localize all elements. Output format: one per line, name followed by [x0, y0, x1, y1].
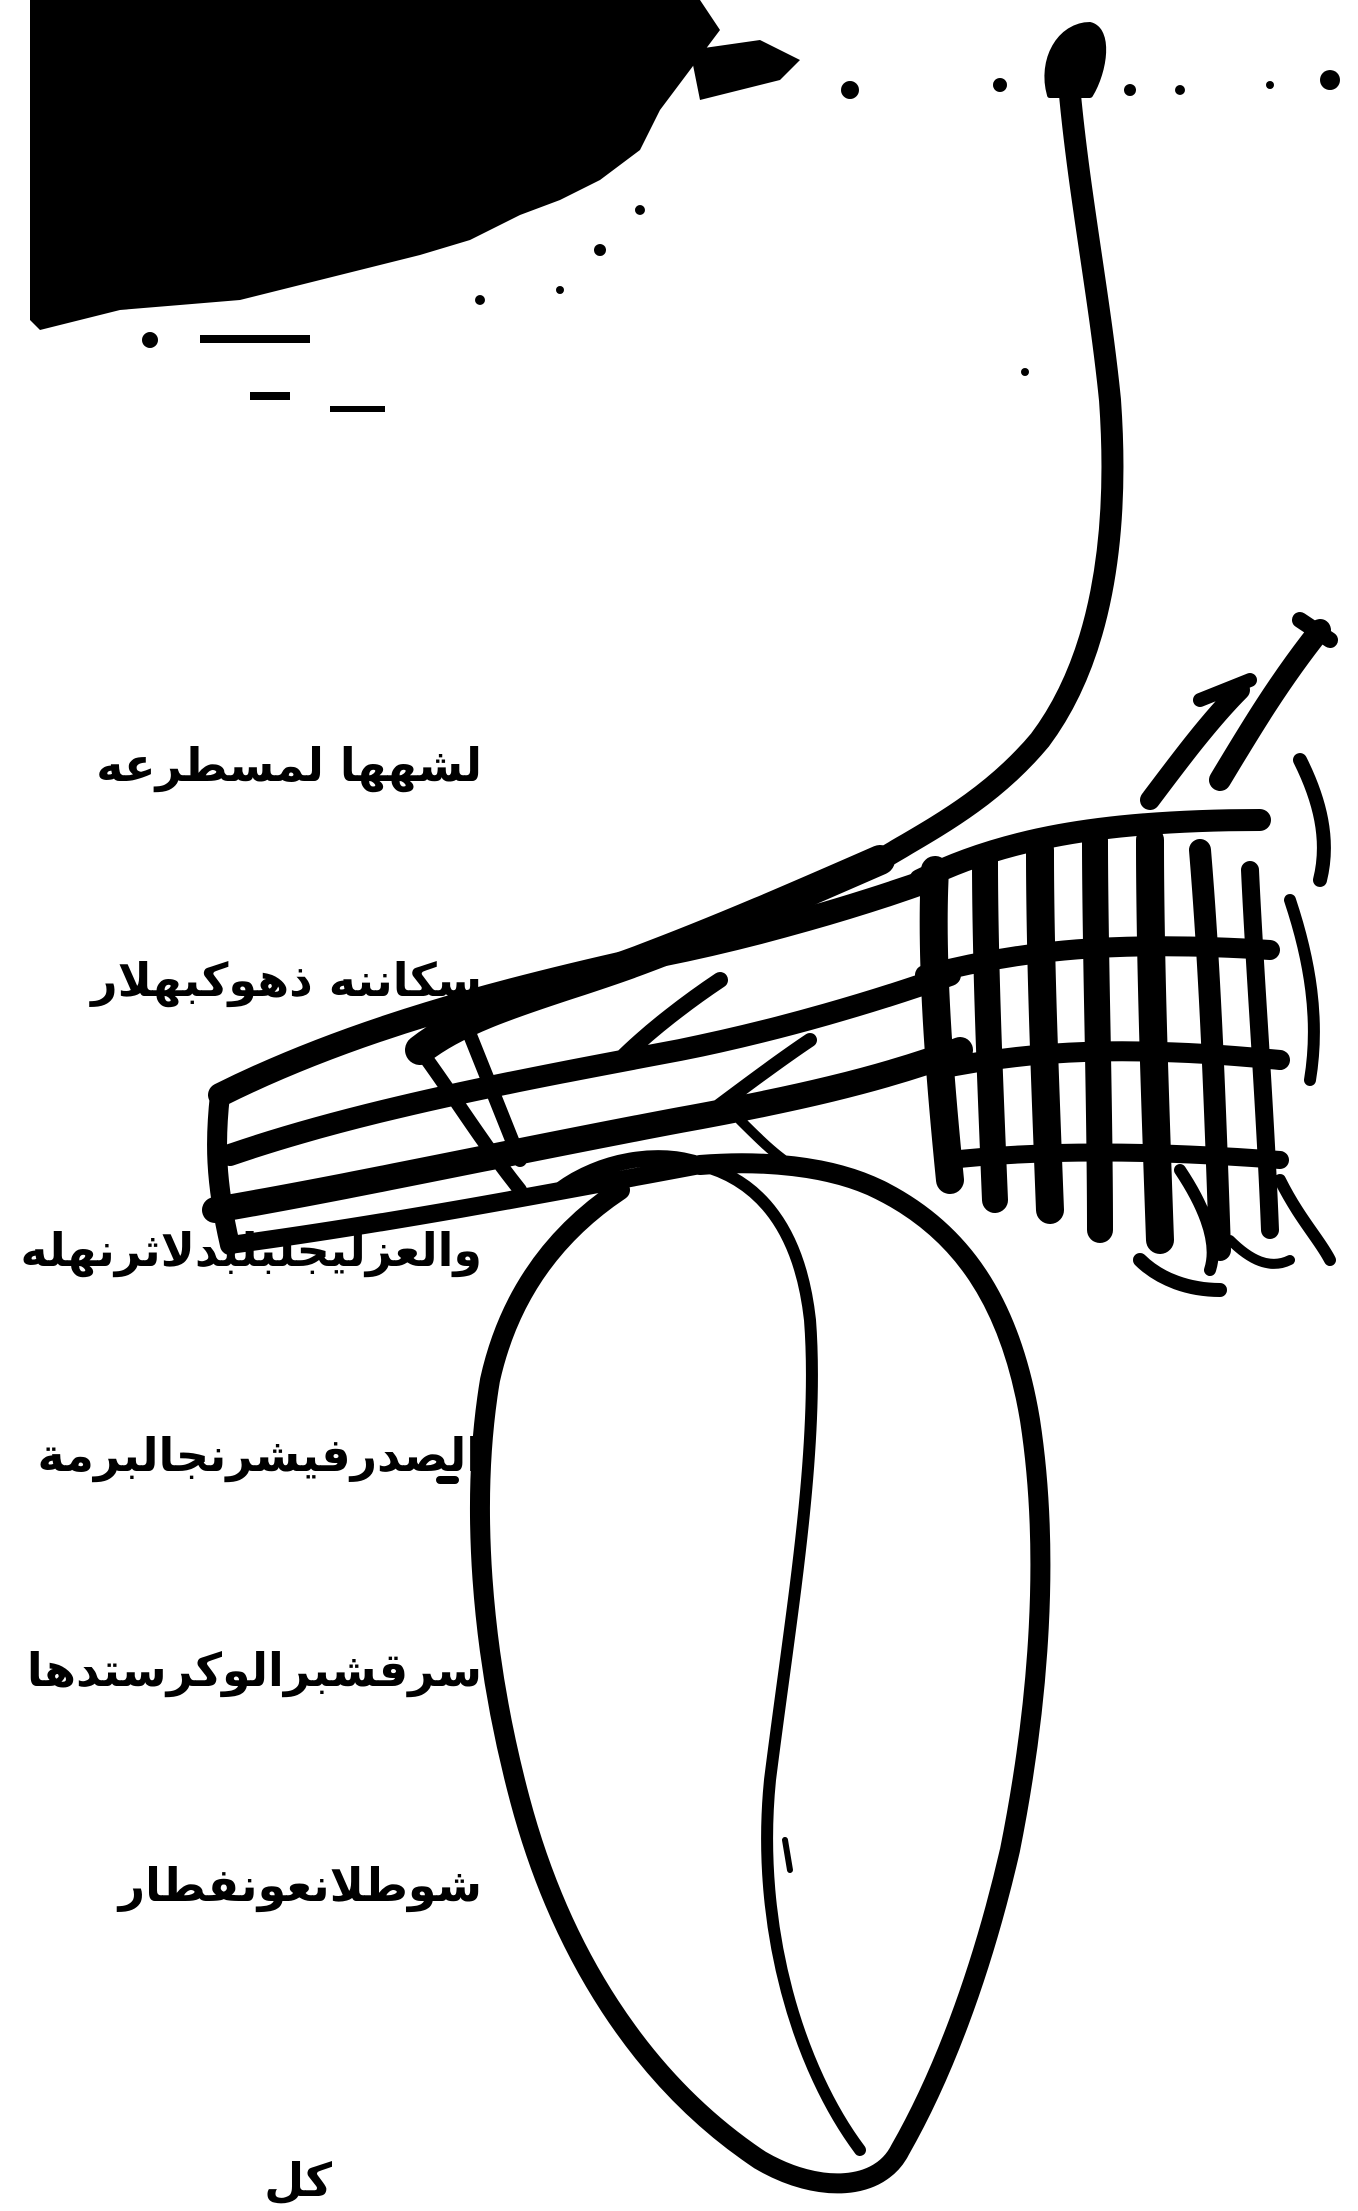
text-line-5: سرقشبرالوكرستدها	[12, 1625, 482, 1715]
text-line-1: لشهها لمسطرعه	[12, 720, 482, 810]
text-line-7: كل	[12, 2135, 332, 2211]
text-line-3: والعزليجلبلبدلاثرنهله	[12, 1205, 482, 1295]
ink-smudge	[30, 0, 1340, 412]
text-line-2: سكاننه ذهوكبهلار	[12, 935, 482, 1025]
text-line-4: الصدرفيشرنجالبرمة	[12, 1410, 482, 1500]
text-line-6: شوطلانعونفطار	[12, 1840, 482, 1930]
